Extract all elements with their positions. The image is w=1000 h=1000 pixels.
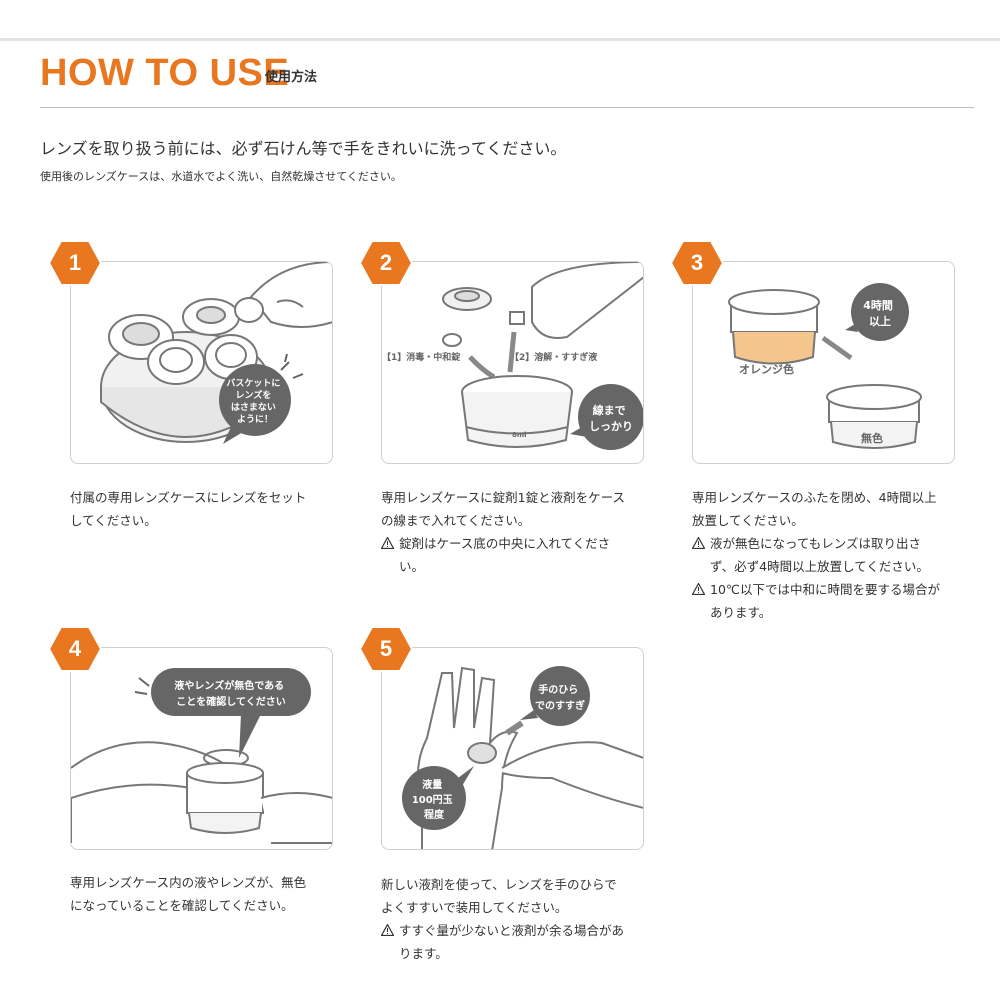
step-5-number: 5 xyxy=(379,636,393,661)
step-1-bubble-line: レンズを xyxy=(236,389,272,401)
step-5-bubble-palm-line: 手のひら xyxy=(538,683,578,696)
step-1-line: 付属の専用レンズケースにレンズをセット xyxy=(70,490,307,505)
step-2-note-line: 錠剤はケース底の中央に入れてくださ xyxy=(399,536,611,551)
warning-icon xyxy=(692,537,705,549)
step-4-bubble-line: ことを確認してください xyxy=(176,695,285,708)
step-2-bubble-line: 線まで xyxy=(593,403,626,417)
step-2-note: 錠剤はケース底の中央に入れてくださ い。 xyxy=(381,532,651,578)
step-2-illustration: 【1】消毒・中和錠 【2】溶解・すすぎ液 8ml 線まで しっかり xyxy=(381,261,644,464)
step-3-note-line: 10℃以下では中和に時間を要する場合が xyxy=(710,582,940,597)
step-1-illustration: バスケットに レンズを はさまない ように！ xyxy=(70,261,333,464)
step-5-badge: 5 xyxy=(359,625,413,673)
step-4-number: 4 xyxy=(68,636,82,661)
step-2-bubble-line: しっかり xyxy=(589,420,633,433)
step-4-bubble-line: 液やレンズが無色である xyxy=(174,679,284,692)
step-3-line: 放置してください。 xyxy=(692,513,804,528)
step-2-label-tablet: 【1】消毒・中和錠 xyxy=(382,351,461,363)
step-5-description: 新しい液剤を使って、レンズを手のひらで よくすすいで装用してください。 すすぐ量… xyxy=(381,873,651,965)
step-1-bubble-line: ように！ xyxy=(237,414,273,425)
warning-icon xyxy=(381,537,394,549)
step-3-note: 10℃以下では中和に時間を要する場合が あります。 xyxy=(692,578,962,624)
step-2-number: 2 xyxy=(379,250,393,275)
step-4-badge: 4 xyxy=(48,625,102,673)
step-5-bubble-amount-line: 程度 xyxy=(424,808,445,821)
step-3-bubble-line: 4時間 xyxy=(863,298,893,312)
step-1-bubble-line: バスケットに xyxy=(226,378,280,389)
step-1-number: 1 xyxy=(68,250,82,275)
step-5-note-line: すすぐ量が少ないと液剤が余る場合があ xyxy=(399,923,625,938)
step-3-note: 液が無色になってもレンズは取り出さ ず、必ず4時間以上放置してください。 xyxy=(692,532,962,578)
top-border xyxy=(0,38,1000,41)
step-3-note-line: ず、必ず4時間以上放置してください。 xyxy=(710,559,929,574)
step-4-line: 専用レンズケース内の液やレンズが、無色 xyxy=(70,875,307,890)
step-1-badge: 1 xyxy=(48,239,102,287)
step-5-bubble-amount-line: 100円玉 xyxy=(412,794,453,806)
step-5-illustration: 手のひら でのすすぎ 液量 100円玉 程度 xyxy=(381,647,644,850)
step-2-badge: 2 xyxy=(359,239,413,287)
step-3-badge: 3 xyxy=(670,239,724,287)
step-3-label-orange: オレンジ色 xyxy=(739,362,794,376)
step-4-illustration: 液やレンズが無色である ことを確認してください xyxy=(70,647,333,850)
step-3-line: 専用レンズケースのふたを閉め、4時間以上 xyxy=(692,490,937,505)
step-4-description: 専用レンズケース内の液やレンズが、無色 になっていることを確認してください。 xyxy=(70,871,340,917)
page-subtitle: 使用方法 xyxy=(265,70,318,85)
step-3-bubble-line: 以上 xyxy=(869,314,891,328)
step-2-note-line: い。 xyxy=(399,559,425,574)
warning-icon xyxy=(692,583,705,595)
step-5-note-line: ります。 xyxy=(399,946,448,961)
step-2-case-mark: 8ml xyxy=(512,431,527,439)
step-2-label-solution: 【2】溶解・すすぎ液 xyxy=(510,351,598,363)
step-3-number: 3 xyxy=(690,250,704,275)
step-3-note-line: あります。 xyxy=(710,605,772,620)
intro-sub: 使用後のレンズケースは、水道水でよく洗い、自然乾燥させてください。 xyxy=(40,170,402,183)
step-4-line: になっていることを確認してください。 xyxy=(70,898,294,913)
svg-text:手のひら でのすすぎ: 手のひら でのすすぎ xyxy=(535,683,585,712)
header-divider xyxy=(40,107,974,108)
step-2-line: の線まで入れてください。 xyxy=(381,513,531,528)
step-3-illustration: オレンジ色 無色 4時間 以上 xyxy=(692,261,955,464)
warning-icon xyxy=(381,924,394,936)
svg-text:液量 100円玉 程度: 液量 100円玉 程度 xyxy=(412,778,456,821)
intro-main: レンズを取り扱う前には、必ず石けん等で手をきれいに洗ってください。 xyxy=(40,139,567,158)
step-5-bubble-amount-line: 液量 xyxy=(422,778,442,791)
step-3-note-line: 液が無色になってもレンズは取り出さ xyxy=(710,536,922,551)
svg-text:液やレンズが無色である ことを確認してくださ: 液やレンズが無色である ことを確認してください xyxy=(174,679,287,708)
svg-text:4時間 以上: 4時間 以上 xyxy=(863,298,897,328)
svg-text:線まで しっかり: 線まで しっかり xyxy=(589,403,633,433)
step-3-description: 専用レンズケースのふたを閉め、4時間以上 放置してください。 液が無色になっても… xyxy=(692,486,962,624)
svg-text:バスケットに レンズを はさ: バスケットに レンズを はさまない ように！ xyxy=(226,378,283,425)
step-1-line: してください。 xyxy=(70,513,157,528)
step-3-label-clear: 無色 xyxy=(861,431,883,445)
step-5-line: よくすすいで装用してください。 xyxy=(381,900,568,915)
step-1-bubble-line: はさまない xyxy=(231,402,276,413)
step-2-description: 専用レンズケースに錠剤1錠と液剤をケース の線まで入れてください。 錠剤はケース… xyxy=(381,486,651,578)
step-1-description: 付属の専用レンズケースにレンズをセット してください。 xyxy=(70,486,340,532)
step-5-line: 新しい液剤を使って、レンズを手のひらで xyxy=(381,877,617,892)
step-2-line: 専用レンズケースに錠剤1錠と液剤をケース xyxy=(381,490,625,505)
page-title: HOW TO USE xyxy=(40,52,290,94)
step-5-note: すすぐ量が少ないと液剤が余る場合があ ります。 xyxy=(381,919,651,965)
step-5-bubble-palm-line: でのすすぎ xyxy=(535,699,585,712)
